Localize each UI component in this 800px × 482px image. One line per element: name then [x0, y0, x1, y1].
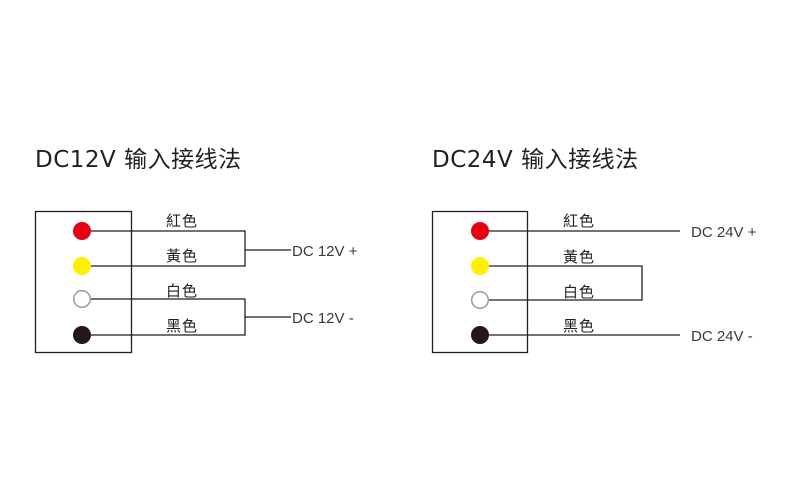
- wire-label-yellow: 黃色: [563, 248, 595, 266]
- terminal-red: [73, 222, 91, 240]
- diagram-title-12v: DC12V 输入接线法: [35, 147, 242, 173]
- output-label-negative: DC 12V -: [292, 310, 354, 327]
- terminal-black: [471, 326, 489, 344]
- diagram-12v: 紅色 黃色 白色 黑色 DC 12V + DC 12V -: [34, 210, 358, 354]
- diagram-24v: 紅色 黃色 白色 黑色 DC 24V + DC 24V -: [431, 210, 757, 354]
- connector-box: [34, 210, 133, 354]
- output-label-positive: DC 24V +: [691, 224, 757, 241]
- wire-label-red: 紅色: [563, 212, 595, 230]
- connector-box: [431, 210, 529, 354]
- terminal-white: [470, 290, 490, 310]
- terminal-yellow: [73, 257, 91, 275]
- wire-label-black: 黑色: [166, 317, 198, 335]
- terminal-white: [72, 289, 92, 309]
- wire-label-yellow: 黃色: [166, 247, 198, 265]
- wire-label-red: 紅色: [166, 212, 198, 230]
- terminal-black: [73, 326, 91, 344]
- terminal-red: [471, 222, 489, 240]
- diagram-title-24v: DC24V 输入接线法: [432, 147, 639, 173]
- terminal-yellow: [471, 257, 489, 275]
- wire-label-white: 白色: [563, 283, 595, 301]
- wire-label-black: 黑色: [563, 317, 595, 335]
- output-label-negative: DC 24V -: [691, 328, 753, 345]
- output-label-positive: DC 12V +: [292, 243, 358, 260]
- wire-label-white: 白色: [166, 282, 198, 300]
